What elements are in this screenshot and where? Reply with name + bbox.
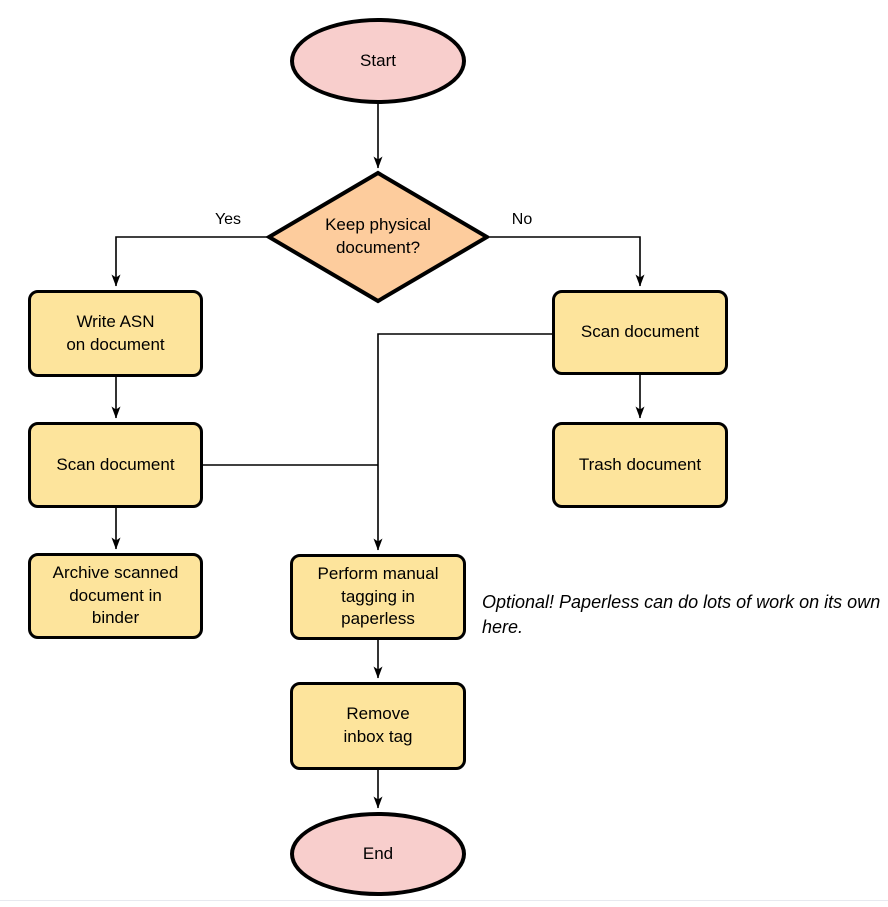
edge-label-no: No <box>511 211 533 228</box>
node-start-label: Start <box>360 50 396 70</box>
edge-scanright-to-tagging <box>373 333 552 551</box>
edge-decision-yes <box>111 236 267 287</box>
node-start: Start <box>290 18 466 104</box>
page-bottom-edge <box>0 900 888 901</box>
edge-label-yes: Yes <box>214 211 242 228</box>
node-write-asn-label: Write ASN on document <box>66 311 165 354</box>
node-remove-inbox-tag: Remove inbox tag <box>290 682 466 770</box>
node-end-label: End <box>362 843 394 863</box>
note-optional: Optional! Paperless can do lots of work … <box>482 592 881 637</box>
node-archive-binder-label: Archive scanned document in binder <box>52 562 179 628</box>
decision-diamond-shape <box>266 170 490 304</box>
node-scan-document-right: Scan document <box>552 290 728 375</box>
node-manual-tagging-label: Perform manual tagging in paperless <box>317 563 439 629</box>
node-scan-document-left-label: Scan document <box>56 454 175 474</box>
node-write-asn: Write ASN on document <box>28 290 203 377</box>
node-trash-document-label: Trash document <box>578 454 702 474</box>
node-remove-inbox-tag-label: Remove inbox tag <box>343 704 413 746</box>
node-end: End <box>290 812 466 896</box>
node-scan-document-left: Scan document <box>28 422 203 508</box>
edge-decision-no <box>490 236 645 287</box>
node-manual-tagging: Perform manual tagging in paperless <box>290 554 466 640</box>
node-decision: Keep physical document? <box>266 170 490 304</box>
node-archive-binder: Archive scanned document in binder <box>28 553 203 639</box>
node-decision-label: Keep physical document? <box>325 215 431 257</box>
node-trash-document: Trash document <box>552 422 728 508</box>
node-scan-document-right-label: Scan document <box>580 322 700 342</box>
